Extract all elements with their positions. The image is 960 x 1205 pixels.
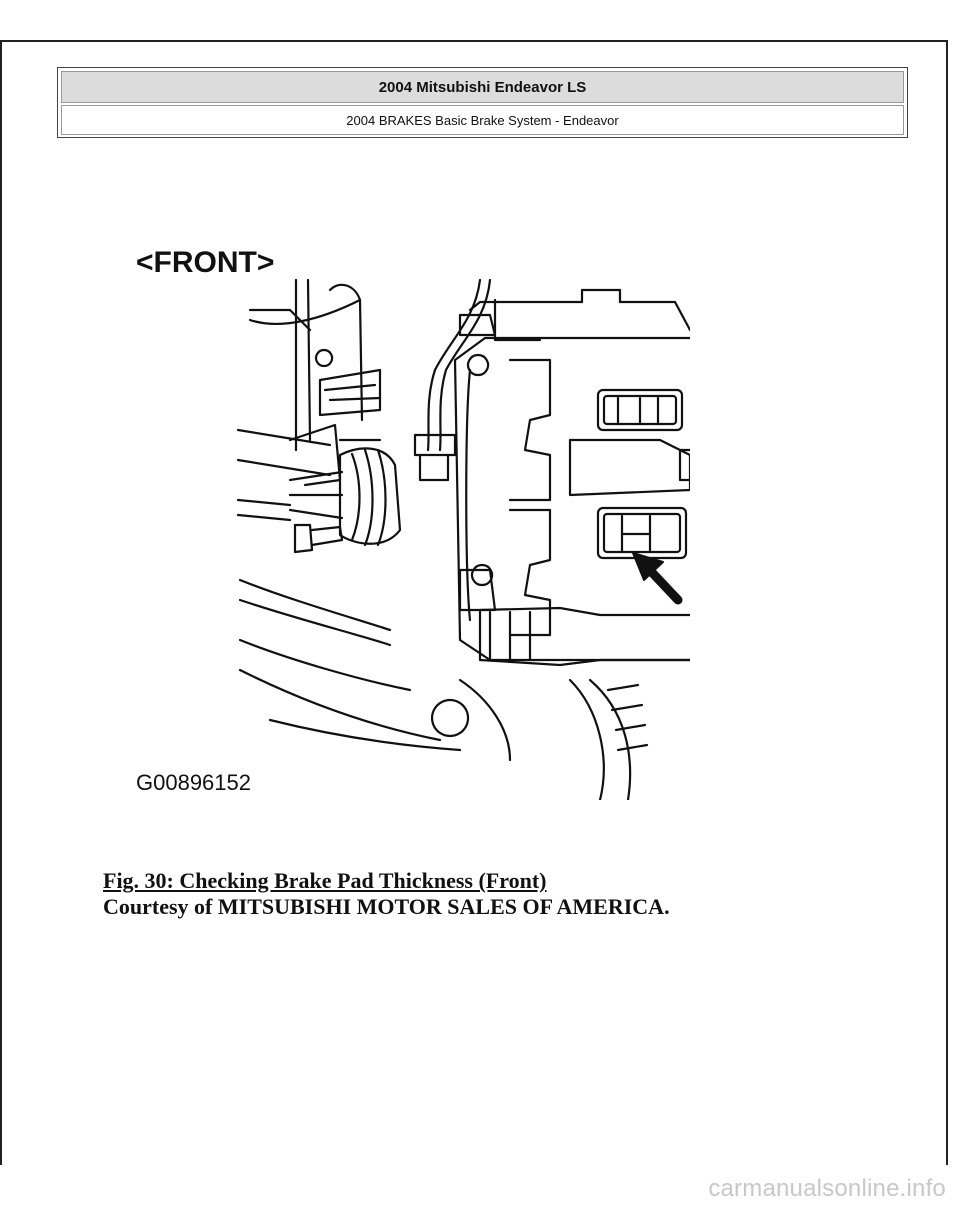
document-header: 2004 Mitsubishi Endeavor LS 2004 BRAKES … <box>57 67 908 138</box>
document-subtitle: 2004 BRAKES Basic Brake System - Endeavo… <box>61 105 904 135</box>
figure-code: G00896152 <box>136 770 251 795</box>
strut-background <box>236 278 462 752</box>
site-watermark: carmanualsonline.info <box>708 1175 946 1202</box>
lower-bracket-and-disc <box>430 606 702 802</box>
figure-caption: Fig. 30: Checking Brake Pad Thickness (F… <box>103 868 903 920</box>
brake-caliper <box>453 288 722 662</box>
indicator-arrow <box>632 552 683 605</box>
page-frame <box>0 40 948 1165</box>
lower-pad-window <box>596 506 688 560</box>
drive-shaft-boot <box>288 447 402 547</box>
upper-pad-window <box>596 388 684 432</box>
courtesy-line: Courtesy of MITSUBISHI MOTOR SALES OF AM… <box>103 894 670 919</box>
figure-title: Fig. 30: Checking Brake Pad Thickness (F… <box>103 868 547 893</box>
document-title: 2004 Mitsubishi Endeavor LS <box>61 71 904 103</box>
view-label: <FRONT> <box>136 246 274 279</box>
brake-caliper-illustration: <FRONT> <box>130 240 722 802</box>
